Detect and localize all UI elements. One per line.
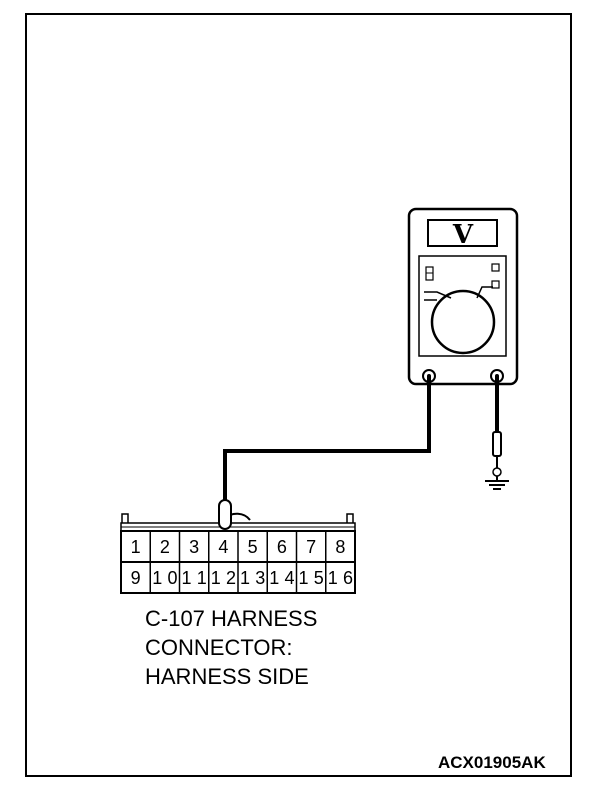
pin-label-5[interactable]: 5 — [248, 537, 258, 557]
caption-line-2: CONNECTOR: — [145, 635, 293, 660]
pin-label-6[interactable]: 6 — [277, 537, 287, 557]
ground-probe-clip — [492, 431, 502, 457]
pin-label-2[interactable]: 2 — [160, 537, 170, 557]
figure-id: ACX01905AK — [438, 753, 546, 772]
selector-dial[interactable] — [430, 289, 496, 355]
indicator-square-icon — [491, 263, 500, 272]
caption-line-1: C-107 HARNESS — [145, 606, 318, 631]
dial-scale-marks — [424, 286, 493, 301]
pin-label-3[interactable]: 3 — [189, 537, 199, 557]
pin-label-9[interactable]: 9 — [131, 568, 141, 588]
voltmeter-display-value: V — [452, 220, 474, 250]
pin-label-7[interactable]: 7 — [306, 537, 316, 557]
voltmeter: V — [407, 207, 519, 386]
ground-contact-icon — [492, 467, 502, 477]
figure-border — [25, 13, 572, 777]
voltmeter-display — [427, 219, 498, 247]
back-probe — [218, 499, 232, 530]
indicator-square-icon — [491, 280, 500, 289]
caption-line-3: HARNESS SIDE — [145, 664, 309, 689]
test-lead-to-connector — [223, 376, 431, 508]
pin-label-8[interactable]: 8 — [335, 537, 345, 557]
pin-label-4[interactable]: 4 — [218, 537, 228, 557]
ground-lead — [492, 376, 502, 468]
connector-caption: C-107 HARNESS CONNECTOR: HARNESS SIDE — [145, 604, 317, 691]
ground-icon — [485, 467, 509, 490]
pin-label-1[interactable]: 1 — [131, 537, 141, 557]
